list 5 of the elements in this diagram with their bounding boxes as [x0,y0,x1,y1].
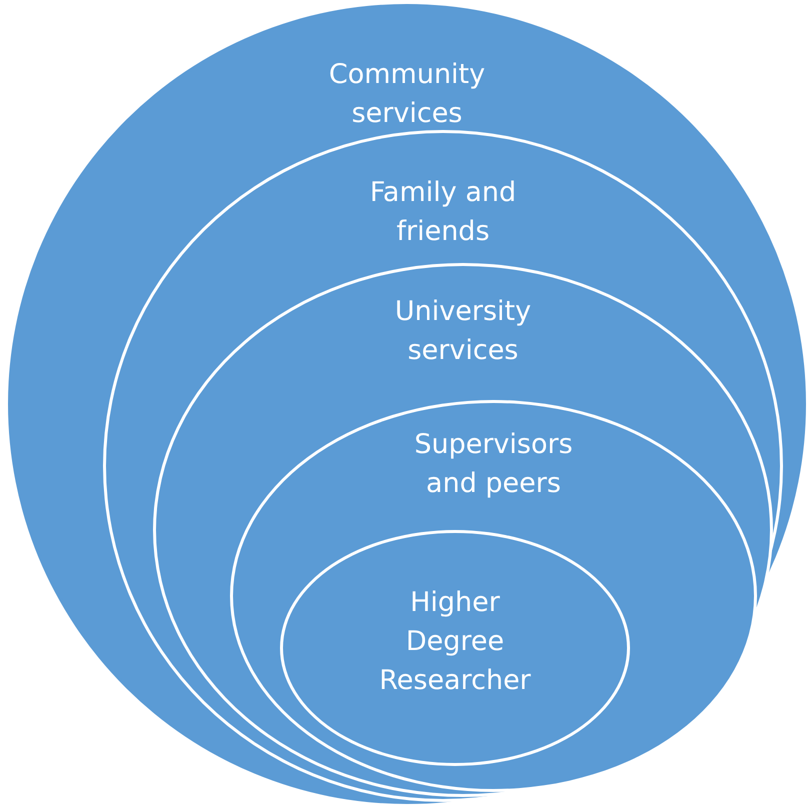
circle-label: Supervisors and peers [413,428,574,501]
circle-label: Higher Degree Researcher [378,586,532,698]
circle-label: University services [394,295,532,368]
circle-label: Community services [328,58,486,131]
circle-label: Family and friends [368,176,518,249]
